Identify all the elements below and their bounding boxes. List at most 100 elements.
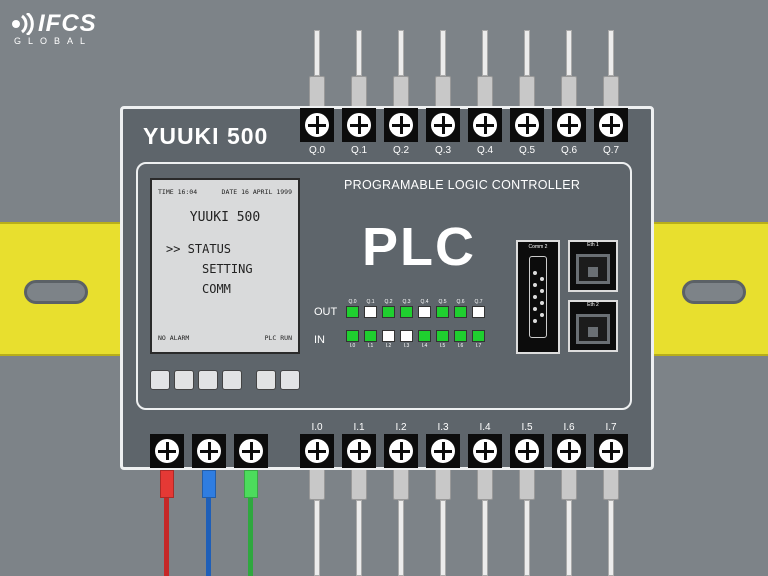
screw-icon — [431, 113, 455, 137]
wire-core — [314, 500, 320, 576]
status-led — [400, 330, 413, 342]
signal-icon — [12, 13, 34, 35]
wire-sleeve — [351, 468, 367, 500]
output-terminal-label: Q.7 — [602, 145, 620, 156]
wire-core — [398, 30, 404, 76]
wire-core — [524, 30, 530, 76]
screw-icon — [557, 439, 581, 463]
io-led-cell: I.3 — [400, 330, 413, 350]
eth2-label: Eth 2 — [587, 302, 599, 308]
led-tag: I.5 — [439, 343, 446, 349]
status-led — [400, 306, 413, 318]
keypad-button[interactable] — [280, 370, 300, 390]
input-terminal-label: I.1 — [353, 422, 365, 433]
wire-sleeve — [309, 468, 325, 500]
wire-sleeve — [202, 470, 216, 498]
power-terminal[interactable] — [150, 434, 184, 468]
din-rail-left — [0, 222, 126, 356]
pin-icon — [533, 283, 537, 287]
rj45-jack-icon — [576, 254, 610, 284]
pin-icon — [540, 313, 544, 317]
screw-icon — [473, 439, 497, 463]
io-led-cell: Q.4 — [418, 298, 431, 318]
keypad-button[interactable] — [198, 370, 218, 390]
status-led — [346, 306, 359, 318]
wire-sleeve — [309, 76, 325, 108]
output-terminal-label: Q.2 — [392, 145, 410, 156]
wire-sleeve — [393, 468, 409, 500]
output-terminal-0[interactable] — [300, 108, 334, 142]
status-led — [454, 330, 467, 342]
output-terminal-7[interactable] — [594, 108, 628, 142]
status-led — [364, 330, 377, 342]
output-terminal-3[interactable] — [426, 108, 460, 142]
ethernet-port-1[interactable]: Eth 1 — [568, 240, 618, 292]
screw-icon — [599, 113, 623, 137]
logo-text: IFCS — [38, 10, 97, 37]
input-terminal-1[interactable] — [342, 434, 376, 468]
input-terminal-3[interactable] — [426, 434, 460, 468]
wire-sleeve — [561, 468, 577, 500]
db9-connector-icon — [529, 256, 547, 338]
lcd-menu-comm[interactable]: COMM — [202, 282, 231, 296]
output-terminal-5[interactable] — [510, 108, 544, 142]
input-terminal-2[interactable] — [384, 434, 418, 468]
output-terminal-1[interactable] — [342, 108, 376, 142]
output-terminal-2[interactable] — [384, 108, 418, 142]
input-terminal-6[interactable] — [552, 434, 586, 468]
in-label: IN — [314, 334, 325, 346]
wire-core — [356, 500, 362, 576]
input-terminal-label: I.6 — [563, 422, 575, 433]
output-terminal-4[interactable] — [468, 108, 502, 142]
led-tag: I.3 — [403, 343, 410, 349]
output-terminal-label: Q.5 — [518, 145, 536, 156]
status-led — [454, 306, 467, 318]
screw-icon — [347, 439, 371, 463]
lcd-time: TIME 16:04 — [158, 188, 198, 196]
io-led-cell: I.6 — [454, 330, 467, 350]
input-terminal-label: I.2 — [395, 422, 407, 433]
io-led-cell: I.4 — [418, 330, 431, 350]
led-tag: Q.7 — [474, 299, 483, 305]
keypad-button[interactable] — [256, 370, 276, 390]
screw-icon — [515, 439, 539, 463]
input-terminal-label: I.4 — [479, 422, 491, 433]
keypad-button[interactable] — [222, 370, 242, 390]
wire-sleeve — [519, 468, 535, 500]
rail-slot — [24, 280, 88, 304]
input-terminal-4[interactable] — [468, 434, 502, 468]
din-rail-right — [650, 222, 768, 356]
input-terminal-0[interactable] — [300, 434, 334, 468]
screw-icon — [305, 113, 329, 137]
screw-icon — [473, 113, 497, 137]
input-terminal-label: I.7 — [605, 422, 617, 433]
output-terminal-label: Q.1 — [350, 145, 368, 156]
status-led — [346, 330, 359, 342]
input-terminal-7[interactable] — [594, 434, 628, 468]
keypad-button[interactable] — [174, 370, 194, 390]
lcd-menu-setting[interactable]: SETTING — [202, 262, 253, 276]
lcd-display: TIME 16:04 DATE 16 APRIL 1999 YUUKI 500 … — [150, 178, 300, 354]
lcd-menu-status[interactable]: >> STATUS — [166, 242, 232, 256]
pin-icon — [540, 277, 544, 281]
power-terminal[interactable] — [234, 434, 268, 468]
screw-icon — [155, 439, 179, 463]
screw-icon — [515, 113, 539, 137]
led-tag: Q.3 — [402, 299, 411, 305]
wire-sleeve — [477, 468, 493, 500]
keypad-button[interactable] — [150, 370, 170, 390]
input-terminal-5[interactable] — [510, 434, 544, 468]
wire-core — [398, 500, 404, 576]
ethernet-port-2[interactable]: Eth 2 — [568, 300, 618, 352]
serial-port[interactable]: Comm 2 — [516, 240, 560, 354]
rail-slot — [682, 280, 746, 304]
power-terminal[interactable] — [192, 434, 226, 468]
output-terminal-6[interactable] — [552, 108, 586, 142]
wire-sleeve — [561, 76, 577, 108]
device-title: YUUKI 500 — [143, 123, 269, 149]
screw-icon — [389, 439, 413, 463]
wire-sleeve — [603, 76, 619, 108]
led-tag: Q.4 — [420, 299, 429, 305]
